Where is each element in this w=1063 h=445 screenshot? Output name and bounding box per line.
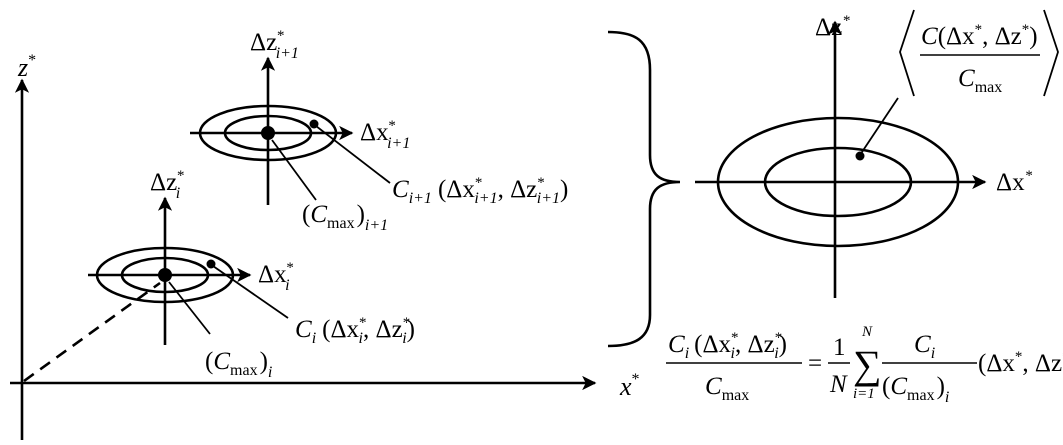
lower-outer-contour	[95, 246, 235, 304]
eq-sum-symbol: ∑	[853, 342, 882, 387]
upper-cmax-leader	[271, 139, 317, 201]
lower-inner-contour	[120, 256, 210, 294]
dashed-trajectory-line	[23, 281, 161, 383]
mean-fraction-denominator: Cmax	[958, 65, 1002, 96]
eq-equals: =	[808, 350, 822, 377]
mean-fraction-numerator: C(Δx*, Δz*)	[921, 22, 1038, 50]
lower-peak-dot	[158, 268, 172, 282]
mean-contour-point	[855, 151, 865, 161]
eq-lhs-denominator: Cmax	[705, 373, 749, 404]
lower-v-axis-label: Δz*i	[150, 168, 184, 202]
global-z-label: z*	[17, 52, 36, 82]
lower-cmax-label: (Cmax)i	[205, 348, 272, 381]
global-axes: z* x*	[10, 52, 640, 440]
curly-brace	[607, 30, 681, 348]
upper-h-axis-label: Δx*i+1	[360, 118, 410, 152]
lower-profile: Δz*i Δx*i (Cmax)i Ci(Δx*i, Δz*i)	[88, 168, 415, 381]
mean-outer-contour	[716, 116, 960, 248]
upper-outer-contour	[198, 104, 338, 162]
lower-curve-label: Ci(Δx*i, Δz*i)	[295, 315, 415, 347]
mean-left-angle-bracket	[899, 9, 915, 97]
upper-curve-label: Ci+1(Δx*i+1, Δz*i+1)	[392, 175, 568, 207]
upper-v-axis-label: Δz*i+1	[250, 28, 299, 62]
eq-rhs-args: (Δx*, Δz*)	[978, 349, 1063, 377]
eq-rhs-numerator: Ci	[914, 331, 935, 362]
mean-profile: Δz* Δx* C(Δx*, Δz*) Cmax	[695, 9, 1059, 298]
upper-curve-leader	[315, 125, 391, 184]
lower-cmax-leader	[168, 281, 211, 335]
global-x-label: x*	[619, 371, 640, 401]
mean-right-angle-bracket	[1043, 9, 1059, 97]
upper-cmax-label: (Cmax)i+1	[302, 201, 388, 234]
lower-h-axis-label: Δx*i	[258, 260, 294, 294]
mean-inner-contour	[763, 146, 913, 218]
mean-leader	[859, 97, 899, 156]
averaging-equation: Ci(Δx*i, Δz*i) Cmax = 1 N N ∑ i=1 Ci (Cm…	[666, 324, 1063, 406]
upper-peak-dot	[261, 126, 275, 140]
lower-curve-leader	[212, 265, 289, 319]
eq-rhs-denominator: (Cmax)i	[882, 373, 949, 406]
eq-one: 1	[833, 334, 846, 361]
eq-n: N	[829, 371, 848, 398]
mean-v-axis-label: Δz*	[815, 13, 850, 41]
mean-h-axis-label: Δx*	[996, 168, 1033, 196]
eq-lhs-numerator: Ci(Δx*i, Δz*i)	[668, 330, 787, 362]
eq-sum-lower: i=1	[853, 386, 875, 402]
upper-inner-contour	[223, 114, 313, 152]
eq-sum-upper: N	[861, 324, 873, 340]
upper-profile: Δz*i+1 Δx*i+1 (Cmax)i+1 Ci+1(Δx*i+1, Δz*…	[190, 28, 568, 234]
